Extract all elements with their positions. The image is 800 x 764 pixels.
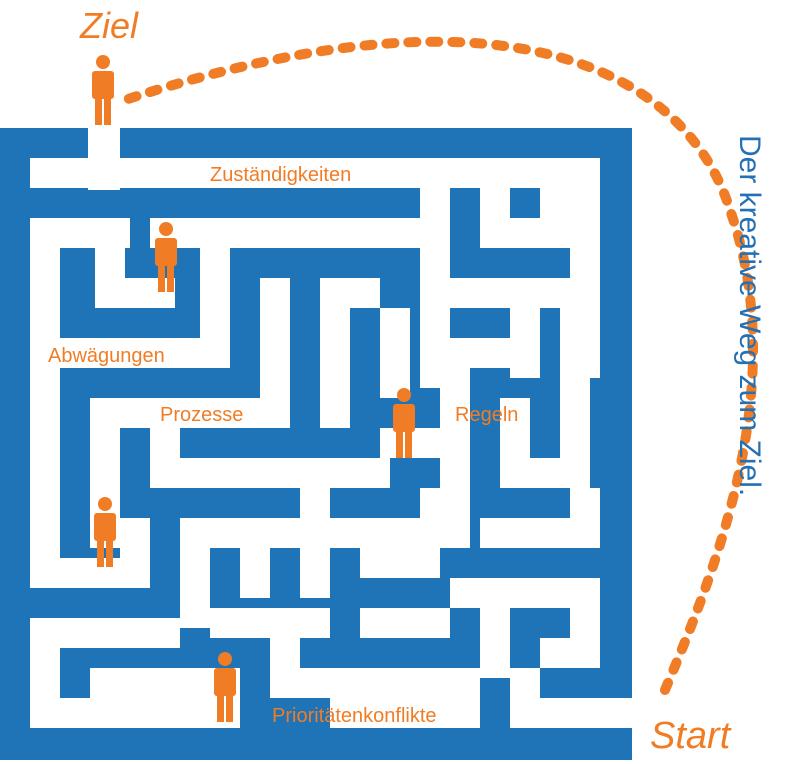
person-icon <box>92 55 114 125</box>
label-processes: Prozesse <box>160 404 243 426</box>
maze-corridors <box>30 100 632 728</box>
start-label: Start <box>650 715 732 757</box>
label-rules: Regeln <box>455 404 518 426</box>
label-responsibilities: Zuständigkeiten <box>210 164 351 186</box>
person-icon <box>155 222 177 292</box>
creative-path-dotted <box>120 36 758 695</box>
label-priority-conflicts: Prioritätenkonflikte <box>272 705 437 727</box>
person-icon <box>214 652 236 722</box>
person-icon <box>94 497 116 567</box>
goal-label: Ziel <box>79 5 139 46</box>
path-caption: Der kreative Weg zum Ziel. <box>733 135 766 496</box>
person-icons <box>92 55 415 722</box>
person-icon <box>393 388 415 458</box>
label-tradeoffs: Abwägungen <box>48 345 165 367</box>
